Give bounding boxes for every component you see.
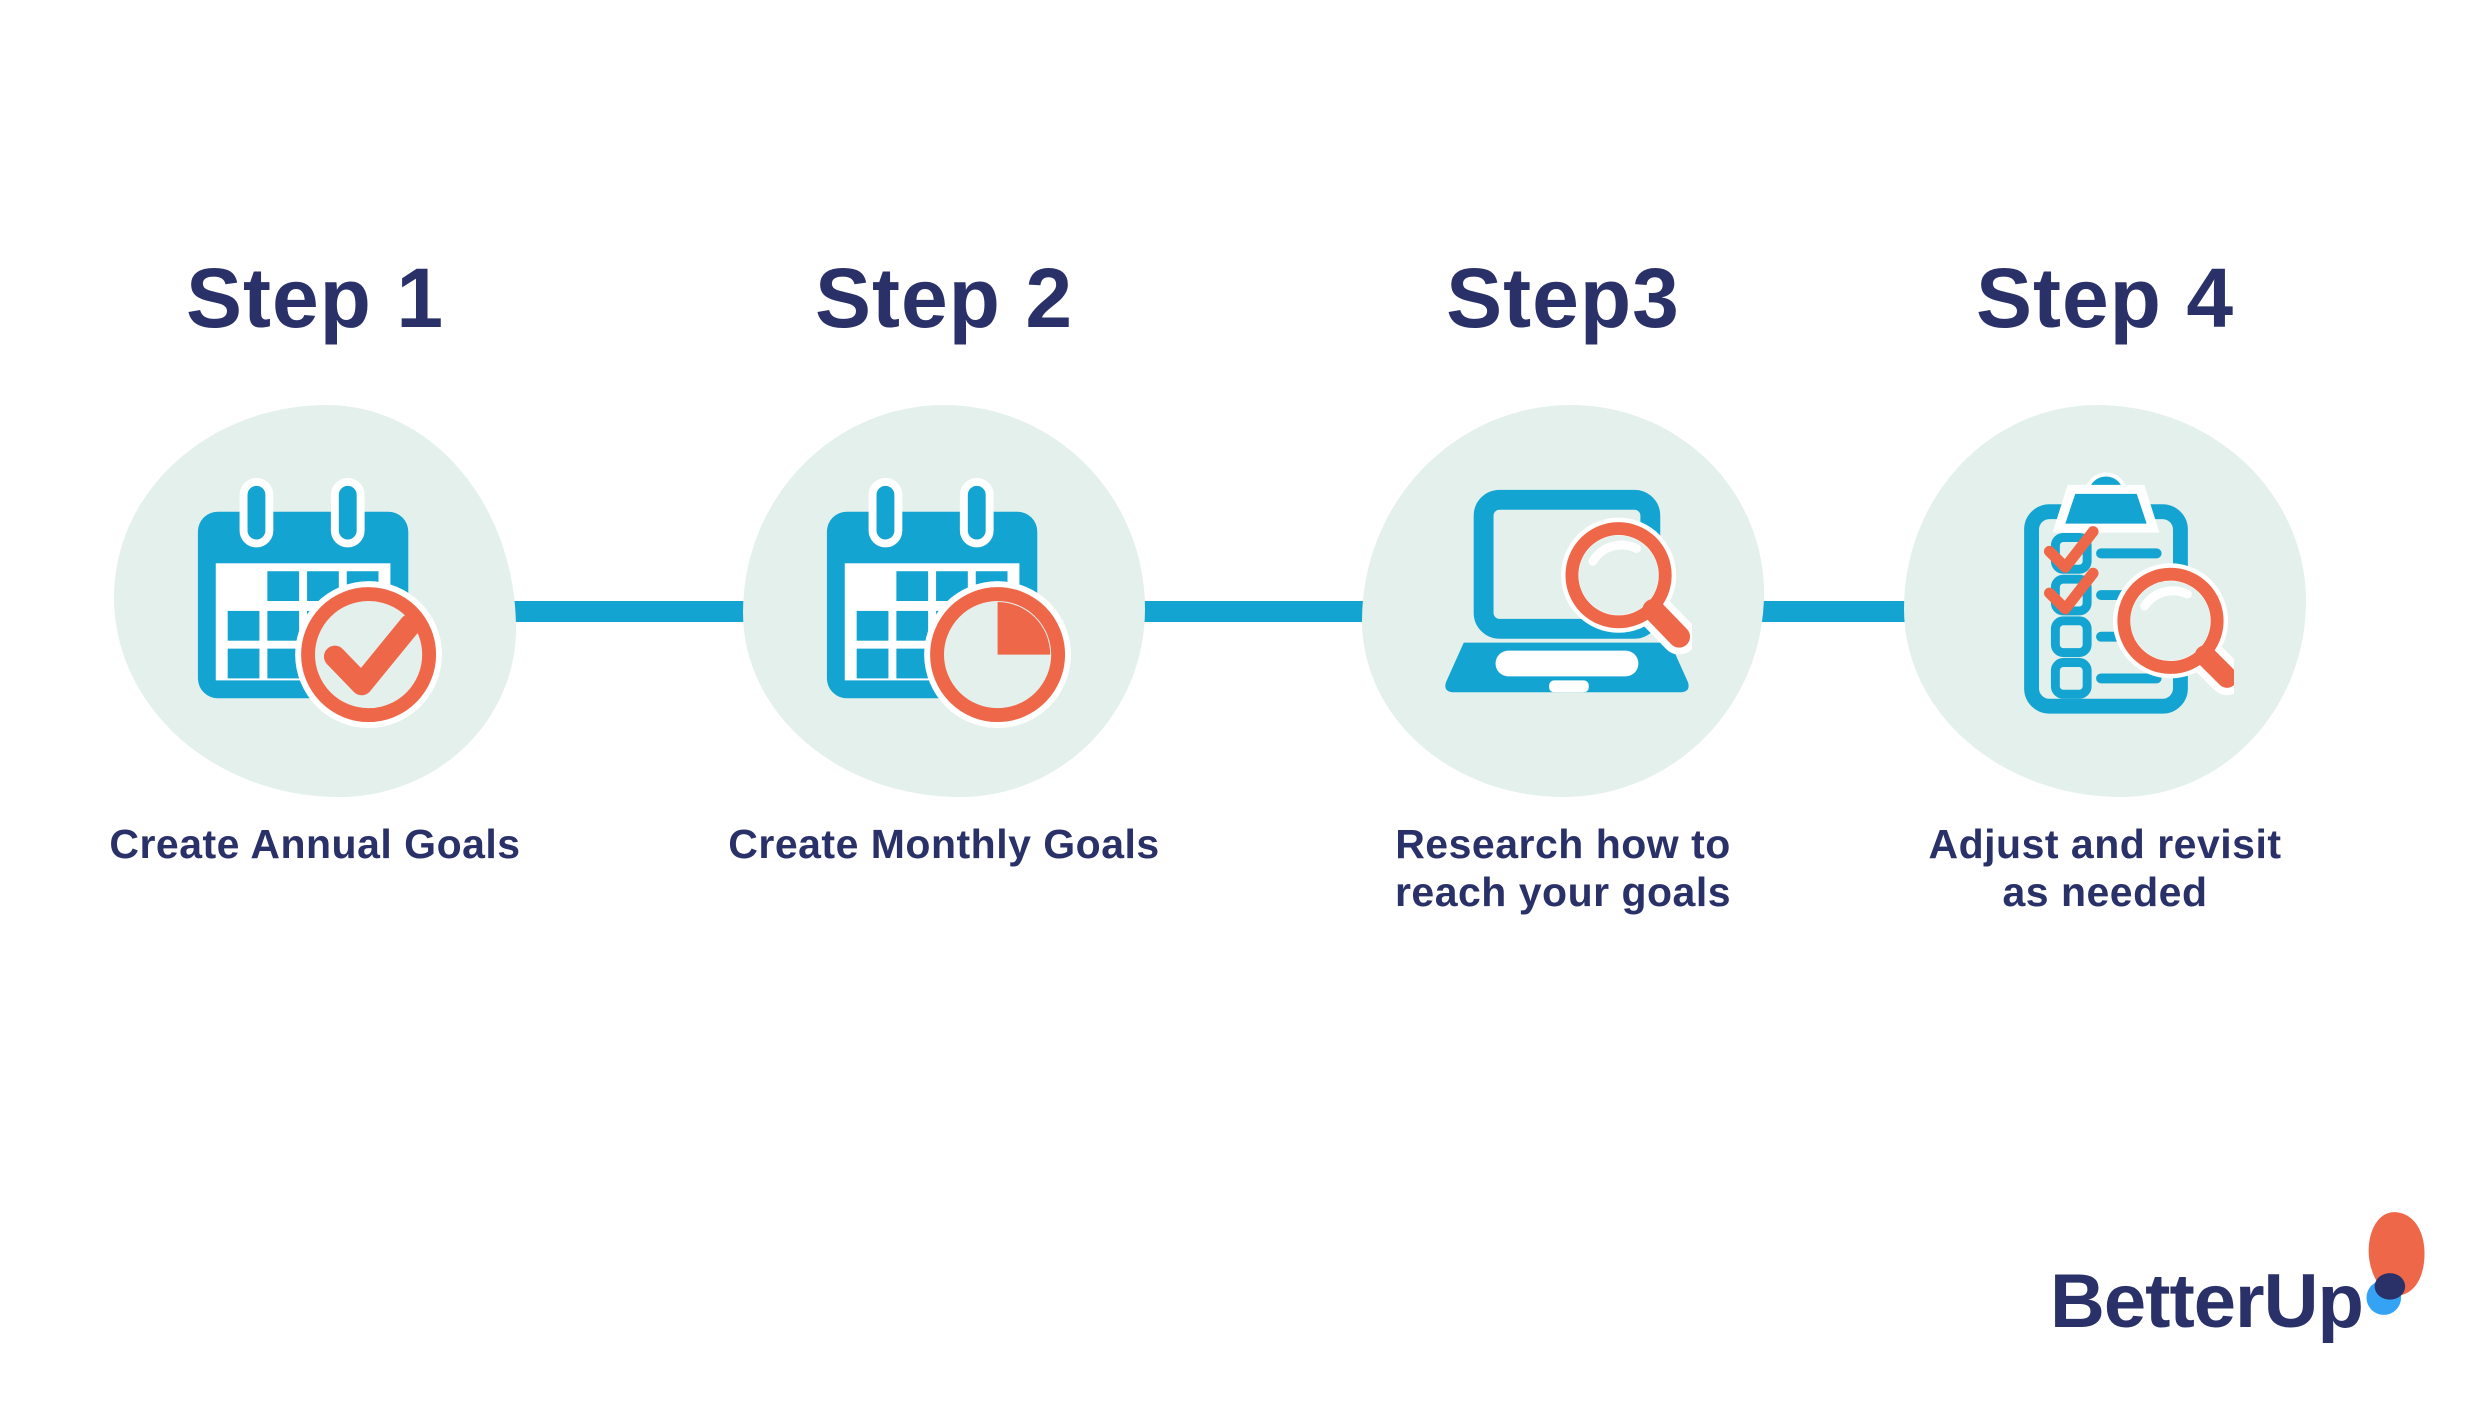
step-4-icon-blob	[1904, 405, 2306, 797]
step-3-title: Step3	[1446, 251, 1680, 345]
step-1-icon-blob	[114, 405, 516, 797]
step-2-section: Step 2 Create Monthl	[714, 0, 1174, 1417]
step-2-label: Create Monthly Goals	[728, 821, 1160, 867]
step-2-icon-blob	[743, 405, 1145, 797]
step-2-title: Step 2	[814, 251, 1074, 345]
betterup-logo-mark-icon	[2366, 1212, 2425, 1315]
step-3-icon-blob	[1362, 405, 1764, 797]
step-4-title: Step 4	[1975, 251, 2235, 345]
step-3-label: Research how to reach your goals	[1394, 821, 1732, 915]
laptop-search-icon	[1445, 489, 1692, 693]
step-4-label: Adjust and revisit as needed	[1928, 821, 2282, 915]
betterup-logo: BetterUp	[2050, 1212, 2450, 1392]
checklist-search-icon	[2024, 472, 2234, 714]
calendar-check-icon	[197, 477, 443, 729]
step-1-label: Create Annual Goals	[109, 821, 521, 867]
step-4-section: Step 4	[1875, 0, 2335, 1417]
step-1-section: Step 1 Create Annual	[85, 0, 545, 1417]
step-connector-line	[330, 601, 2102, 622]
step-3-section: Step3 Research how to reach your goals	[1333, 0, 1793, 1417]
step-1-title: Step 1	[185, 251, 445, 345]
calendar-time-icon	[826, 477, 1072, 729]
betterup-wordmark: BetterUp	[2050, 1259, 2364, 1344]
